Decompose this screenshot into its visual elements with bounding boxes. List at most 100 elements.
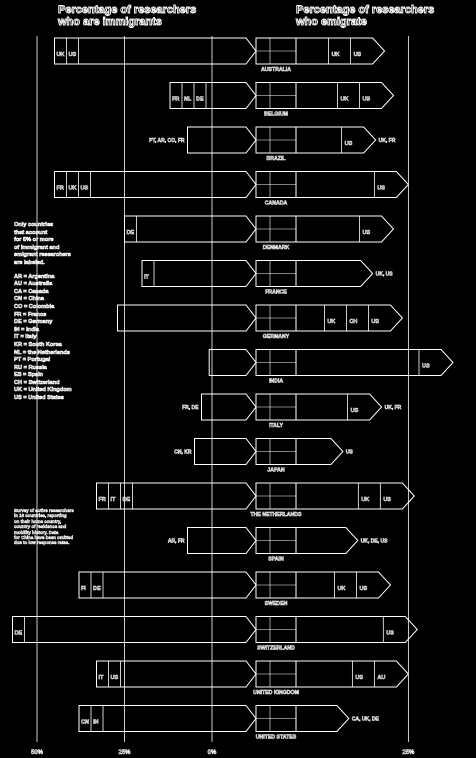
immigrant-segment-label: NL xyxy=(184,97,192,103)
legend: Only countries that account for 5% or mo… xyxy=(14,222,72,403)
immigrant-segment-label: IN xyxy=(93,720,99,726)
emigrant-bar xyxy=(295,438,344,465)
emigrant-segment-label: UK xyxy=(338,586,346,592)
country-name: DENMARK xyxy=(263,245,290,251)
emigrants-header: Percentage of researchers who emigrate xyxy=(296,4,435,29)
immigrant-segment-label: US xyxy=(81,186,89,192)
immigrant-bar xyxy=(208,349,257,376)
emigrant-segment-label: US xyxy=(355,675,363,681)
immigrant-segment-label: FI xyxy=(81,586,86,592)
emigrant-bar xyxy=(295,349,454,376)
emigrant-bar xyxy=(295,260,374,287)
legend-code: AR = Argentina xyxy=(14,273,55,280)
legend-code: DE = Germany xyxy=(14,319,53,326)
emigrant-bar xyxy=(295,660,410,688)
immigrant-side-label: PT, AR, CO, FR xyxy=(149,138,185,144)
immigrant-segment-label: US xyxy=(111,675,119,681)
country-name: CANADA xyxy=(265,201,288,207)
immigrant-bar xyxy=(169,82,257,109)
emigrant-segment-label: US xyxy=(422,364,430,370)
immigrant-bar xyxy=(78,571,257,599)
immigrant-bar xyxy=(117,304,257,332)
emigrant-side-label: UK, DE, US xyxy=(361,539,388,545)
emigrant-bar xyxy=(295,82,395,109)
country-name: UNITED KINGDOM xyxy=(253,690,299,696)
country-name: ITALY xyxy=(269,423,284,429)
legend-code: FR = France xyxy=(14,311,47,318)
x-tick-label: 25% xyxy=(402,750,415,756)
immigrants-header: Percentage of researchers who are immigr… xyxy=(58,4,197,29)
emigrant-segment-label: UK xyxy=(361,497,369,503)
emigrant-segment-label: US xyxy=(377,186,385,192)
immigrant-segment-label: US xyxy=(69,52,77,58)
immigrant-bar xyxy=(78,705,257,732)
legend-code: CH = Switzerland xyxy=(14,379,60,387)
legend-code: IT = Italy xyxy=(14,334,37,341)
country-name: AUSTRALIA xyxy=(261,67,291,73)
legend-code: AU = Australia xyxy=(14,281,53,288)
x-tick-label: 50% xyxy=(31,750,44,756)
emigrant-segment-label: US xyxy=(386,631,394,637)
legend-code: CN = China xyxy=(14,296,45,303)
immigrant-segment-label: DE xyxy=(196,97,204,103)
emigrant-bar xyxy=(295,126,377,154)
legend-code: CO = Colombia xyxy=(14,303,55,311)
immigrant-bar xyxy=(12,616,257,643)
immigrant-segment-label: DE xyxy=(93,586,101,592)
emigrant-bar xyxy=(295,393,383,421)
emigrant-segment-label: US xyxy=(351,408,359,414)
emigrant-segment-label: US xyxy=(363,230,371,236)
immigrant-bar xyxy=(124,215,257,243)
country-name: SPAIN xyxy=(268,557,284,563)
immigrant-segment-label: CN xyxy=(81,720,89,726)
immigrant-bar xyxy=(96,660,257,688)
immigrant-bar xyxy=(187,126,257,154)
emigrant-side-label: UK, FR xyxy=(379,138,396,144)
emigrant-bar xyxy=(295,482,416,510)
immigrant-segment-label: DE xyxy=(127,230,135,236)
immigrant-bar xyxy=(141,260,257,287)
emigrant-segment-label: AU xyxy=(377,675,385,681)
x-tick-label: 0% xyxy=(208,750,217,756)
country-name: UNITED STATES xyxy=(256,735,297,741)
legend-code: NL = the Netherlands xyxy=(14,349,71,356)
emigrant-segment-label: UK xyxy=(341,97,349,103)
legend-code: CA = Canada xyxy=(14,288,49,295)
emigrant-side-label: US xyxy=(346,450,354,456)
emigrant-segment-label: UK xyxy=(332,52,340,58)
legend-code: RU = Russia xyxy=(14,364,47,371)
emigrant-segment-label: US xyxy=(383,497,391,503)
emigrant-side-label: UK, US xyxy=(376,272,394,278)
country-name: GERMANY xyxy=(263,334,290,340)
immigrant-segment-label: DE xyxy=(123,497,131,503)
country-name: BELGIUM xyxy=(264,112,288,118)
emigrant-segment-label: US xyxy=(360,586,368,592)
legend-code: IN = India xyxy=(14,326,40,333)
immigrant-segment-label: IT xyxy=(144,275,150,281)
emigrant-side-label: UK, FR xyxy=(385,405,402,411)
immigrant-side-label: CN, KR xyxy=(174,450,192,456)
immigrant-segment-label: FR xyxy=(57,186,64,192)
emigrant-bar xyxy=(295,37,386,65)
immigrant-segment-label: UK xyxy=(69,186,77,192)
immigrant-segment-label: FR xyxy=(99,497,106,503)
x-tick-label: 25% xyxy=(118,750,131,756)
country-name: SWITZERLAND xyxy=(257,646,295,652)
emigrant-bar xyxy=(295,527,359,554)
emigrant-segment-label: US xyxy=(354,52,362,58)
country-name: SWEDEN xyxy=(265,601,288,607)
immigrant-segment-label: UK xyxy=(57,52,65,58)
immigrant-segment-label: IT xyxy=(111,497,117,503)
country-name: JAPAN xyxy=(267,468,284,474)
immigrant-bar xyxy=(194,438,257,465)
immigrant-bar xyxy=(54,171,257,198)
immigrant-bar xyxy=(187,527,257,554)
immigrant-bar xyxy=(54,37,257,65)
emigrant-bar xyxy=(295,171,410,198)
country-name: THE NETHERLANDS xyxy=(250,512,302,518)
emigrant-bar xyxy=(295,616,418,643)
immigrant-segment-label: FR xyxy=(172,97,179,103)
immigrant-segment-label: IT xyxy=(99,675,105,681)
legend-code: KR = South Korea xyxy=(14,341,62,349)
